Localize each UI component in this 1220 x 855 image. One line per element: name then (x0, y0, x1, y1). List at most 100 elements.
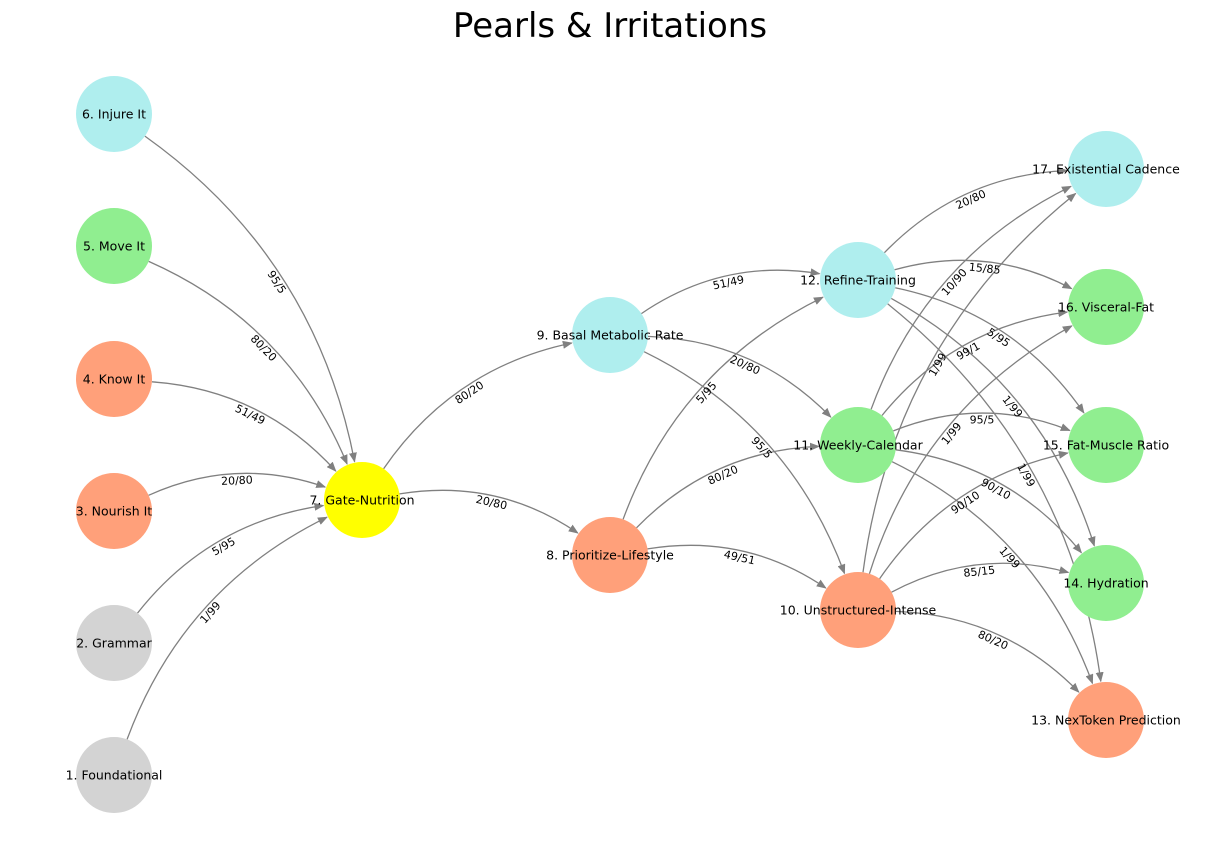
edge-label-4-7: 51/49 (233, 402, 267, 428)
node-label-12: 12. Refine-Training (800, 273, 916, 288)
node-circle-10 (820, 572, 896, 648)
edge-label-12-17: 20/80 (954, 187, 988, 212)
edge-label-7-9: 80/20 (453, 379, 487, 407)
node-label-10: 10. Unstructured-Intense (780, 603, 937, 618)
diagram-title: Pearls & Irritations (453, 6, 767, 46)
edge-11-15 (893, 412, 1071, 432)
edge-12-16 (894, 259, 1073, 290)
node-15: 15. Fat-Muscle Ratio (1043, 407, 1169, 483)
edge-11-16 (881, 309, 1069, 416)
node-17: 17. Existential Cadence (1032, 131, 1180, 207)
edge-label-1-7: 1/99 (197, 599, 223, 626)
edge-12-15 (895, 287, 1085, 414)
node-circle-14 (1068, 545, 1144, 621)
edge-9-11 (647, 335, 832, 418)
edge-7-8 (399, 489, 579, 534)
edge-label-11-13: 1/99 (996, 544, 1022, 571)
node-label-11: 11. Weekly-Calendar (793, 438, 923, 453)
edge-label-8-10: 49/51 (723, 548, 757, 568)
node-label-3: 3. Nourish It (76, 504, 153, 519)
node-12: 12. Refine-Training (800, 242, 916, 318)
node-circle-16 (1068, 269, 1144, 345)
node-label-16: 16. Visceral-Fat (1058, 300, 1154, 315)
node-circle-2 (76, 605, 152, 681)
edge-label-7-8: 20/80 (475, 493, 509, 513)
node-2: 2. Grammar (76, 605, 153, 681)
node-circle-8 (572, 517, 648, 593)
edge-label-3-7: 20/80 (221, 474, 253, 488)
node-1: 1. Foundational (66, 737, 163, 813)
node-circle-5 (76, 208, 152, 284)
edge-layer (126, 135, 1104, 740)
edge-label-10-16: 1/99 (939, 420, 965, 447)
edge-9-12 (641, 268, 821, 315)
edge-10-15 (879, 450, 1069, 580)
edge-label-11-14: 90/10 (979, 476, 1013, 503)
node-label-7: 7. Gate-Nutrition (309, 493, 414, 508)
edge-10-16 (868, 325, 1073, 574)
node-label-15: 15. Fat-Muscle Ratio (1043, 438, 1169, 453)
edge-label-6-7: 95/5 (264, 268, 288, 296)
edge-10-13 (895, 610, 1080, 693)
edge-12-17 (883, 166, 1068, 254)
node-circle-15 (1068, 407, 1144, 483)
edge-4-7 (151, 381, 337, 472)
node-circle-13 (1068, 682, 1144, 758)
edge-label-9-11: 20/80 (728, 353, 762, 378)
node-9: 9. Basal Metabolic Rate (537, 297, 684, 373)
node-circle-17 (1068, 131, 1144, 207)
node-circle-1 (76, 737, 152, 813)
edge-7-9 (383, 340, 573, 470)
edge-label-12-13: 1/99 (1014, 461, 1037, 489)
node-3: 3. Nourish It (76, 473, 153, 549)
node-8: 8. Prioritize-Lifestyle (546, 517, 674, 593)
node-circle-6 (76, 76, 152, 152)
node-label-1: 1. Foundational (66, 768, 163, 783)
edge-1-7 (126, 516, 328, 740)
node-circle-12 (820, 242, 896, 318)
edge-label-10-13: 80/20 (976, 628, 1010, 653)
edge-10-14 (891, 562, 1070, 593)
edge-label-5-7: 80/20 (248, 332, 279, 364)
node-5: 5. Move It (76, 208, 152, 284)
node-label-8: 8. Prioritize-Lifestyle (546, 548, 674, 563)
edge-5-7 (148, 260, 348, 465)
edge-3-7 (148, 472, 327, 496)
node-layer: 1. Foundational 2. Grammar 3. Nourish It 4.… (66, 76, 1181, 813)
node-label-2: 2. Grammar (76, 636, 152, 651)
node-label-6: 6. Injure It (82, 107, 146, 122)
node-6: 6. Injure It (76, 76, 152, 152)
edge-label-9-12: 51/49 (712, 273, 746, 293)
node-4: 4. Know It (76, 341, 152, 417)
node-10: 10. Unstructured-Intense (780, 572, 937, 648)
node-label-14: 14. Hydration (1063, 576, 1148, 591)
edge-label-11-15: 95/5 (970, 414, 995, 427)
edge-label-10-15: 90/10 (949, 489, 983, 517)
edge-10-17 (862, 192, 1077, 573)
node-label-9: 9. Basal Metabolic Rate (537, 328, 684, 343)
node-label-4: 4. Know It (83, 372, 146, 387)
edge-2-7 (136, 502, 325, 614)
edge-8-10 (647, 544, 827, 589)
edge-12-14 (890, 297, 1096, 547)
edge-label-12-15: 5/95 (985, 325, 1013, 349)
edge-11-14 (895, 449, 1083, 554)
edge-8-12 (622, 296, 824, 520)
edge-9-10 (643, 351, 846, 575)
edge-label-12-16: 15/85 (968, 261, 1001, 277)
node-11: 11. Weekly-Calendar (793, 407, 924, 483)
node-circle-7 (324, 462, 400, 538)
node-7: 7. Gate-Nutrition (309, 462, 415, 538)
edge-label-10-17: 1/99 (926, 351, 949, 379)
edge-label-8-11: 80/20 (706, 463, 740, 488)
node-16: 16. Visceral-Fat (1058, 269, 1154, 345)
edge-11-17 (870, 185, 1072, 410)
node-circle-11 (820, 407, 896, 483)
edge-12-13 (887, 303, 1104, 683)
node-circle-9 (572, 297, 648, 373)
node-13: 13. NexToken Prediction (1031, 682, 1181, 758)
edge-6-7 (144, 135, 357, 463)
node-label-5: 5. Move It (83, 239, 145, 254)
node-label-13: 13. NexToken Prediction (1031, 713, 1181, 728)
